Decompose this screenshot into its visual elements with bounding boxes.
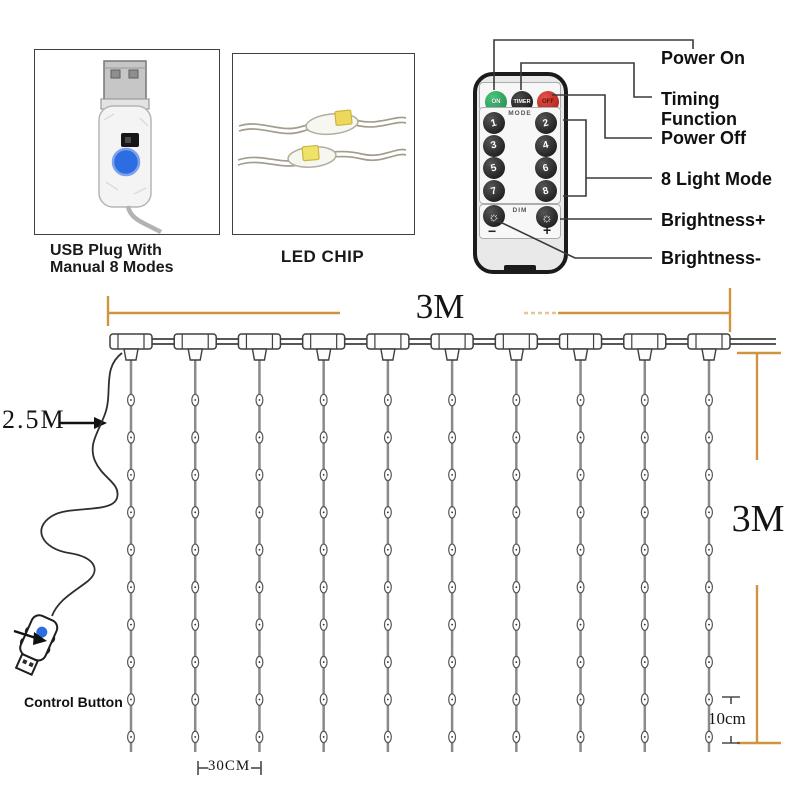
drop-spacing-marks	[197, 761, 262, 775]
dim-section-label: DIM	[512, 207, 528, 214]
height-dimension-line	[737, 351, 781, 745]
callout-power-off: Power Off	[661, 128, 747, 148]
callout-power-on: Power On	[661, 48, 746, 68]
on-button-label: ON	[491, 99, 501, 105]
callout-8-light-mode: 8 Light Mode	[661, 169, 772, 189]
callout-timing-function: Timing Function	[661, 89, 737, 129]
callout-brightness-plus: Brightness+	[661, 210, 766, 230]
sun-icon: ☼	[488, 208, 500, 224]
mode-button-8: 8	[535, 180, 557, 203]
led-chip-image	[237, 109, 407, 168]
mode-button-6: 6	[535, 157, 557, 180]
width-dimension-label: 3M	[415, 287, 465, 326]
off-button-label: OFF	[542, 99, 554, 105]
timer-button-label: TIMER	[513, 99, 531, 105]
led-spacing-label: 10cm	[708, 709, 746, 728]
usb-caption-line2: Manual 8 Modes	[50, 259, 174, 276]
remote-control: ON TIMER OFF MODE 1 2 3 4 5 6 7 8 DIM ☼ ☼ − +	[473, 72, 568, 274]
width-dimension-line	[106, 288, 732, 332]
height-dimension-label: 3M	[731, 498, 785, 540]
sun-icon: ☼	[541, 209, 553, 225]
curtain-lights-diagram	[109, 333, 776, 752]
callout-brightness-minus: Brightness-	[661, 248, 762, 268]
mode-section-label: MODE	[508, 110, 532, 117]
power-cable	[40, 352, 123, 617]
control-button-label: Control Button	[24, 694, 123, 710]
remote-battery-tab	[504, 265, 536, 272]
mode-button-7: 7	[483, 180, 505, 203]
remote-mode-panel: MODE 1 2 3 4 5 6 7 8	[479, 107, 561, 204]
led-panel-caption: LED CHIP	[280, 247, 365, 266]
dim-plus-sign: +	[543, 222, 552, 238]
drop-spacing-label: 30CM	[207, 758, 251, 774]
usb-mode-button-blue	[111, 147, 141, 177]
mode-button-1: 1	[483, 112, 505, 134]
brightness-plus-button: ☼	[536, 206, 558, 228]
dim-minus-sign: −	[488, 223, 497, 239]
usb-plug-image	[98, 60, 163, 235]
mode-button-5: 5	[483, 157, 505, 180]
mode-button-2: 2	[535, 112, 557, 134]
cable-length-label: 2.5M	[2, 405, 66, 434]
mode-button-4: 4	[535, 134, 557, 157]
led-chip-panel	[232, 53, 415, 235]
usb-panel-caption: USB Plug With Manual 8 Modes	[50, 242, 174, 276]
mode-button-3: 3	[483, 134, 505, 157]
control-button-arrow	[13, 629, 47, 645]
led-spacing-marks	[722, 696, 740, 744]
usb-caption-line1: USB Plug With	[50, 242, 162, 259]
control-button-blue-dot	[36, 626, 48, 638]
